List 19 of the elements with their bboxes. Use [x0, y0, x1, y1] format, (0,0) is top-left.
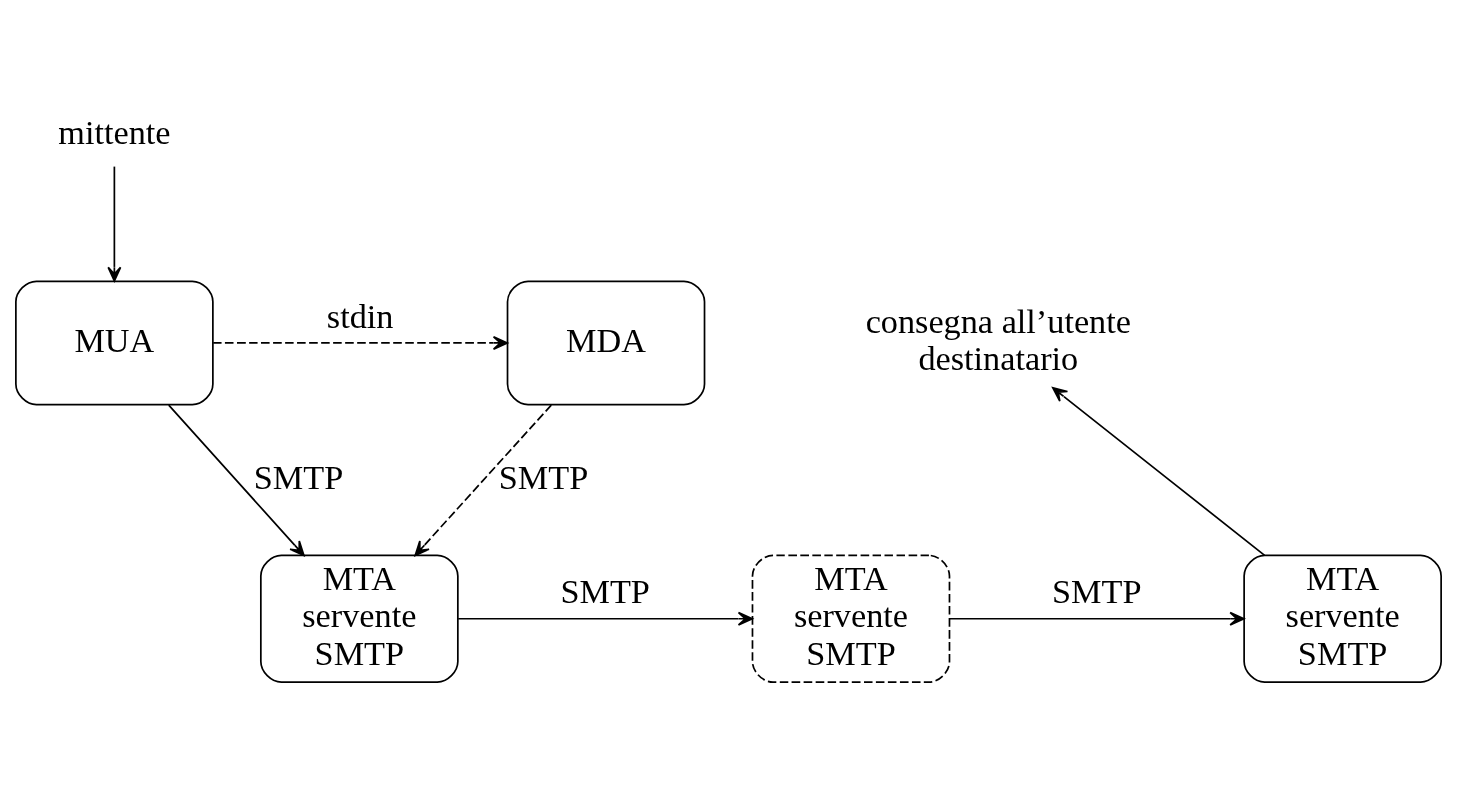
arrow [457, 611, 754, 626]
arrow [212, 335, 509, 350]
node-box: MTA servente SMTP [1243, 554, 1442, 683]
node-text: consegna all’utente destinatario [865, 301, 1131, 378]
node-box: MTA servente SMTP [751, 554, 951, 683]
arrow [1052, 386, 1266, 557]
edge-label: stdin [326, 296, 394, 335]
edge-label: SMTP [1052, 572, 1142, 611]
node-box: MDA [506, 280, 706, 406]
node-box: MUA [15, 280, 214, 406]
node-text: mittente [58, 113, 171, 152]
edge-label: SMTP [560, 572, 650, 611]
edge-label: SMTP [253, 457, 344, 496]
node-box: MTA servente SMTP [260, 554, 459, 683]
edge-label: SMTP [498, 457, 589, 496]
arrow [107, 165, 122, 282]
arrow [414, 404, 553, 557]
arrow [167, 404, 305, 557]
arrow [949, 611, 1245, 626]
